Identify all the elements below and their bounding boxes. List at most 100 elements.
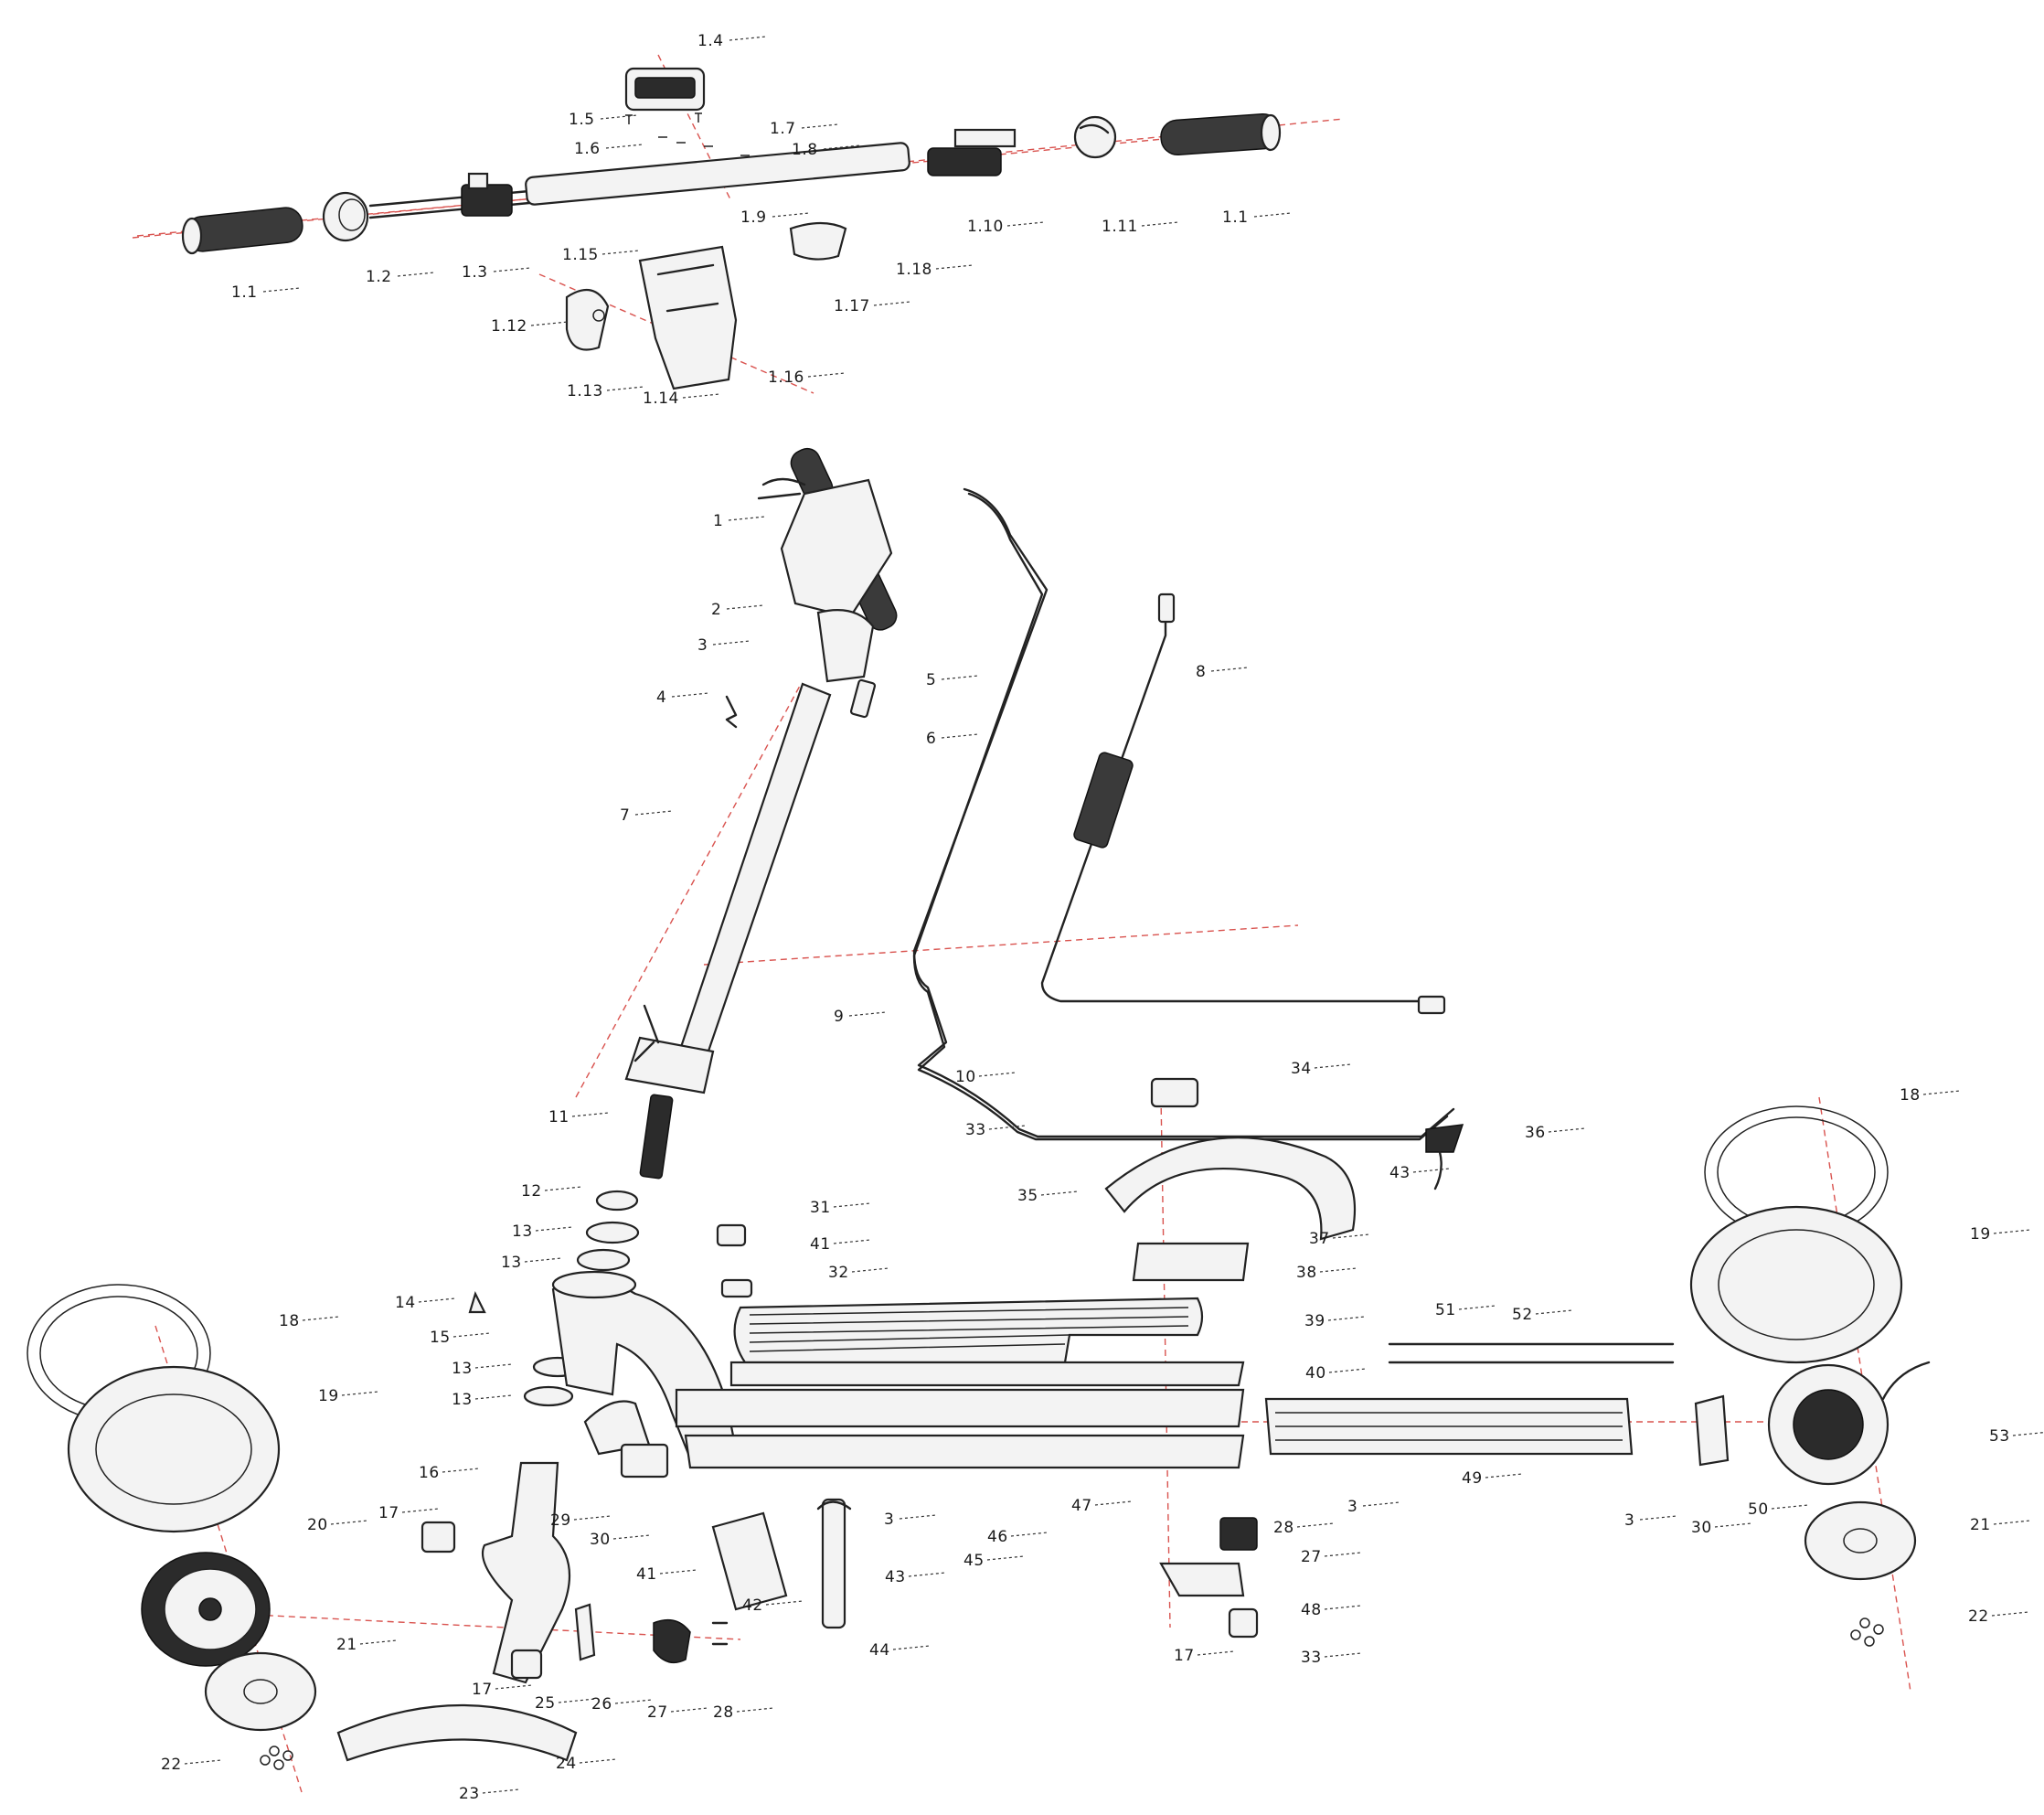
leader-line [544, 1186, 582, 1191]
callout-11: 11 [548, 1108, 570, 1126]
stem-clamp-head [638, 245, 738, 390]
callout-17-rear: 17 [1174, 1647, 1195, 1665]
callout-1.2: 1.2 [366, 268, 392, 286]
stem-assembly [624, 447, 898, 1180]
leader-line [474, 1394, 513, 1400]
callout-33-top: 33 [965, 1121, 986, 1139]
headset-bearings [523, 1190, 640, 1407]
callout-24: 24 [556, 1755, 577, 1773]
latch-pin [849, 678, 877, 719]
leader-line [1639, 1515, 1677, 1521]
callout-48: 48 [1301, 1601, 1322, 1619]
handlebar-assembled [757, 447, 898, 631]
rear-light [1425, 1124, 1464, 1190]
callout-46: 46 [987, 1528, 1008, 1546]
rear-bracket [1694, 1394, 1730, 1467]
callout-8: 8 [1196, 663, 1206, 681]
leader-line [908, 1572, 946, 1577]
leader-line [495, 1684, 533, 1690]
callout-1.3: 1.3 [462, 263, 488, 282]
leader-line [493, 267, 531, 272]
leader-line [612, 1534, 651, 1540]
leader-line [765, 1600, 804, 1606]
callout-22-front: 22 [161, 1756, 182, 1774]
rear-tire [1689, 1205, 1903, 1364]
callout-17-a: 17 [378, 1504, 399, 1522]
callout-49: 49 [1462, 1469, 1483, 1488]
front-brake [653, 1618, 729, 1664]
reflector-rear [1228, 1607, 1259, 1639]
callout-12: 12 [521, 1182, 542, 1201]
clip-31 [716, 1223, 747, 1247]
callout-1: 1 [713, 512, 723, 530]
right-grip [1160, 112, 1282, 156]
leader-line [535, 1226, 573, 1232]
throttle-ring [322, 191, 369, 242]
throttle-cable [1040, 593, 1446, 1015]
leader-line [1362, 1501, 1400, 1507]
bell [1073, 115, 1117, 159]
small-screws [625, 112, 750, 156]
fold-joint [624, 1004, 715, 1094]
callout-1.7: 1.7 [770, 120, 796, 138]
rear-brake-disc [1804, 1500, 1917, 1581]
callout-47: 47 [1071, 1497, 1092, 1515]
leader-line [600, 114, 638, 120]
leader-line [801, 123, 839, 129]
stem-tube [675, 682, 832, 1072]
cables-51-52 [1388, 1342, 1675, 1364]
leader-line [579, 1758, 617, 1764]
left-grip [181, 207, 303, 255]
leader-line [614, 1699, 653, 1704]
callout-35: 35 [1017, 1187, 1038, 1205]
callout-36: 36 [1525, 1124, 1546, 1142]
callout-43-deck: 43 [885, 1568, 906, 1586]
kickstand-plate [711, 1511, 788, 1611]
callout-23: 23 [459, 1785, 480, 1803]
leader-line [1040, 1190, 1079, 1196]
callout-16: 16 [419, 1464, 440, 1482]
leader-line [359, 1639, 398, 1645]
callout-10: 10 [955, 1068, 976, 1086]
callout-27-front: 27 [647, 1703, 668, 1722]
leader-line [606, 386, 644, 391]
leader-line [1006, 221, 1045, 227]
fold-latch-cover [789, 221, 847, 261]
leader-line [401, 1508, 440, 1513]
leader-line [634, 810, 673, 816]
callout-52: 52 [1512, 1306, 1533, 1324]
leader-line [1922, 1090, 1961, 1095]
callout-51: 51 [1435, 1301, 1456, 1319]
leader-line [1535, 1309, 1573, 1315]
callout-13-c: 13 [452, 1360, 473, 1378]
leader-line [1319, 1267, 1357, 1273]
rear-fender-group [1104, 1077, 1464, 1282]
callout-3-deck: 3 [884, 1511, 894, 1529]
axis-stem-vertical [575, 685, 801, 1098]
leader-line [418, 1297, 456, 1303]
leader-line [302, 1316, 340, 1321]
deck-bracket [583, 1400, 669, 1479]
callout-1.10: 1.10 [967, 218, 1004, 236]
leader-line [1324, 1552, 1362, 1557]
callout-1.5: 1.5 [569, 111, 595, 129]
callout-9: 9 [834, 1008, 844, 1026]
right-controller [927, 128, 1017, 176]
callout-15: 15 [430, 1329, 451, 1347]
fork-clip [574, 1603, 596, 1661]
callout-1.12: 1.12 [491, 317, 527, 336]
callout-7: 7 [620, 806, 630, 825]
callout-19-front: 19 [318, 1387, 339, 1405]
display-unit [624, 67, 706, 112]
callout-1.1-left: 1.1 [231, 283, 258, 302]
leader-line [659, 1569, 697, 1575]
leader-line [1714, 1522, 1752, 1528]
callout-labels: 1.1 1.2 1.3 1.4 1.5 1.6 1.7 1.8 1.9 1.10… [161, 32, 2009, 1803]
deck-frame [675, 1388, 1245, 1428]
leader-line [1991, 1611, 2029, 1617]
leader-line [848, 1011, 887, 1017]
leader-line [2012, 1431, 2044, 1436]
callout-43-light: 43 [1389, 1164, 1411, 1182]
left-controller [461, 172, 513, 217]
leader-line [1993, 1520, 2031, 1525]
